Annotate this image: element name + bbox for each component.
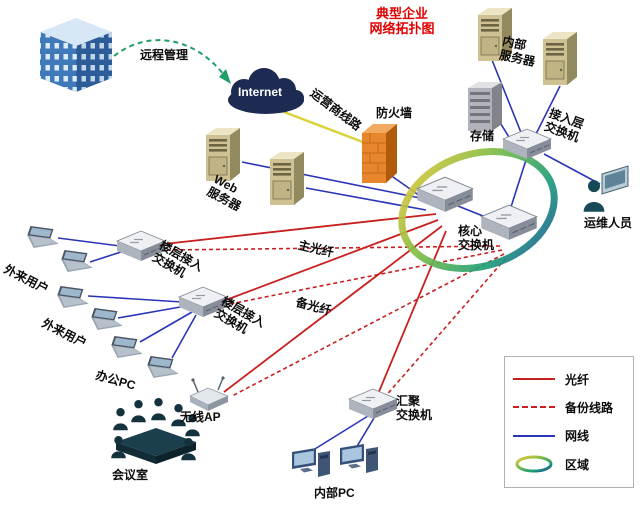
web-server-icon — [205, 127, 241, 182]
ethernet-link — [57, 237, 121, 247]
laptop-icon — [27, 226, 59, 248]
internet-label: Internet — [238, 85, 283, 99]
ethernet-link — [87, 295, 183, 303]
ethernet-link — [89, 250, 125, 263]
ethernet-link — [543, 153, 601, 185]
legend-zone-ring-swatch — [513, 455, 555, 473]
laptop-icon — [147, 356, 179, 378]
ethernet-link — [491, 59, 525, 141]
storage-label: 存储 — [470, 129, 495, 143]
legend-row-ethernet: 网线 — [513, 427, 625, 444]
legend-row-zone: 区域 — [513, 455, 625, 473]
fiber-link — [163, 213, 437, 245]
legend-ethernet-line-swatch — [513, 434, 555, 437]
ops-staff-label: 运维人员 — [584, 216, 633, 230]
ethernet-link — [509, 159, 527, 211]
wireless-ap-icon — [189, 376, 230, 411]
core-switch-icon — [416, 176, 474, 213]
fiber-link — [377, 230, 447, 395]
legend-ethernet-label: 网线 — [565, 429, 590, 444]
backup-link — [231, 253, 505, 397]
internal-pc-label: 内部PC — [314, 486, 355, 500]
building-icon — [40, 18, 112, 92]
remote-mgmt-label: 远程管理 — [140, 48, 189, 62]
meeting-room-icon — [111, 398, 200, 464]
meeting-room-label: 会议室 — [112, 468, 149, 482]
internet-cloud-icon — [228, 68, 304, 114]
ethernet-link — [309, 415, 369, 453]
legend-fiber-line-swatch — [513, 378, 555, 381]
firewall-label: 防火墙 — [376, 106, 413, 120]
firewall-icon — [362, 124, 397, 183]
backup-link — [229, 249, 503, 305]
wireless-ap-label: 无线AP — [180, 410, 221, 424]
ethernet-link — [117, 305, 187, 319]
fiber-link — [223, 225, 443, 393]
core-zone-ring — [398, 148, 558, 272]
laptop-icon — [61, 250, 93, 272]
legend-backup-line-swatch — [513, 406, 555, 409]
legend: 光纤 备份线路 网线 区域 — [504, 356, 634, 488]
remote-mgmt-arrowhead — [219, 69, 231, 84]
backup-lines — [167, 245, 507, 399]
web-server-icon — [269, 151, 305, 206]
ops-staff-icon — [583, 165, 629, 212]
laptop-icon — [91, 308, 123, 330]
carrier-line-link — [283, 110, 369, 146]
laptop-icon — [57, 286, 89, 308]
legend-zone-label: 区域 — [565, 457, 590, 472]
aggregation-switch-icon — [348, 388, 398, 420]
internal-server-icon — [542, 31, 578, 86]
storage-icon — [468, 82, 502, 131]
backup-link — [383, 257, 507, 399]
desktop-pc-icon — [292, 448, 330, 477]
desktop-pc-icon — [340, 444, 378, 473]
legend-fiber-label: 光纤 — [565, 372, 590, 387]
legend-row-fiber: 光纤 — [513, 371, 625, 388]
backup-link — [167, 245, 501, 251]
legend-row-backup: 备份线路 — [513, 399, 625, 416]
diagram-title: 典型企业 网络拓扑图 — [369, 6, 435, 37]
aggregation-switch-label: 汇聚 交换机 — [396, 394, 433, 423]
ethernet-link — [355, 417, 375, 449]
ethernet-link — [171, 314, 197, 359]
legend-backup-label: 备份线路 — [565, 400, 614, 415]
laptop-icon — [111, 336, 143, 358]
ethernet-link — [139, 311, 193, 343]
core-switch-label: 核心 交换机 — [458, 224, 495, 253]
